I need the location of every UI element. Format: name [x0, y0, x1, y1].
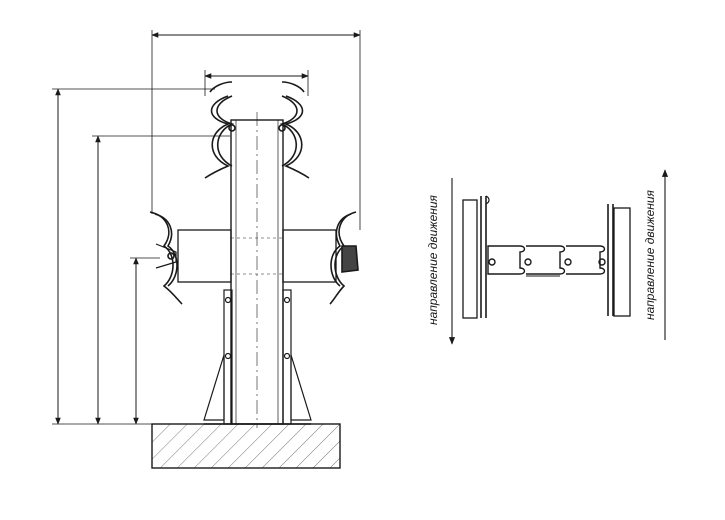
plan-left-rail [462, 195, 490, 319]
horizontal-dimensions [151, 30, 361, 230]
vertical-dimensions [52, 88, 230, 425]
post-base-gussets [203, 289, 312, 425]
lower-w-beam-left [149, 211, 183, 305]
foundation-block [151, 423, 341, 469]
upper-w-beam [204, 81, 310, 179]
post [230, 112, 284, 428]
lower-w-beam-right [329, 211, 359, 305]
barrier-elevation [52, 30, 361, 469]
plan-right-rail [607, 204, 631, 317]
direction-label-left: направление движения [426, 194, 440, 324]
plan-spacer-profiles [487, 245, 606, 277]
reflector-block [341, 245, 359, 273]
barrier-plan-view [448, 169, 669, 345]
direction-label-right: направление движения [643, 189, 657, 319]
